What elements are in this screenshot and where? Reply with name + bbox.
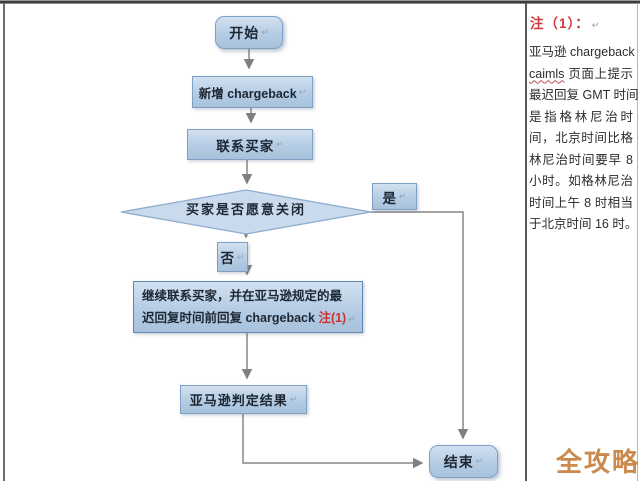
connector-result-to-end	[242, 413, 424, 469]
node-continue-line1: 继续联系买家，并在亚马逊规定的最	[142, 285, 342, 307]
node-contact-buyer-label: 联系买家	[216, 138, 275, 154]
note-line: 最迟回复 GMT 时间	[529, 88, 639, 102]
node-no: 否 ↵	[217, 242, 248, 272]
node-no-label: 否	[220, 251, 235, 266]
paragraph-mark: ↵	[348, 313, 356, 324]
paragraph-mark: ↵	[475, 456, 484, 466]
node-amazon-result-label: 亚马逊判定结果	[189, 393, 288, 408]
decision-diamond	[120, 189, 372, 235]
note-line: 间，北京时间比格	[529, 131, 633, 145]
node-amazon-result: 亚马逊判定结果 ↵	[180, 385, 307, 414]
node-end-label: 结束	[443, 453, 474, 470]
note-panel-divider	[525, 3, 527, 481]
page-left-border	[3, 3, 5, 481]
node-end: 结束 ↵	[429, 445, 498, 478]
note-line: 林尼治时间要早 8	[529, 152, 633, 167]
note-line: 于北京时间 16 时。↵	[529, 214, 640, 236]
node-yes: 是 ↵	[372, 183, 417, 210]
node-continue-line2: 迟回复时间前回复 chargeback 注(1)↵	[142, 307, 356, 330]
paragraph-mark: ↵	[236, 251, 245, 262]
node-add-chargeback: 新增 chargeback ↵	[192, 76, 313, 108]
note-last-line-text: 于北京时间 16 时。	[529, 217, 638, 231]
node-start-label: 开始	[229, 24, 260, 41]
paragraph-mark: ↵	[289, 394, 298, 404]
paragraph-mark: ↵	[298, 86, 307, 97]
node-start: 开始 ↵	[215, 16, 283, 49]
note-title-text: 注（1）：	[530, 16, 590, 31]
page-right-border	[637, 3, 638, 481]
node-continue-contact: 继续联系买家，并在亚马逊规定的最 迟回复时间前回复 chargeback 注(1…	[133, 281, 363, 333]
connector-decision-yes-to-end	[371, 211, 469, 440]
page-top-border	[0, 0, 640, 4]
node-continue-line1-text: 继续联系买家，并在亚马逊规定的最	[142, 288, 343, 303]
note-line: 小时。如格林尼治	[529, 174, 633, 188]
paragraph-mark: ↵	[591, 20, 600, 30]
note-line: 亚马逊 chargeback	[529, 45, 635, 59]
node-add-chargeback-label: 新增 chargeback	[198, 86, 297, 101]
note-line: 是指格林尼治时	[529, 109, 633, 124]
note-panel: 注（1）：↵ 亚马逊 chargeback caimls 页面上提示 最迟回复 …	[529, 6, 640, 236]
note-line: caimls 页面上提示	[529, 64, 633, 86]
node-contact-buyer: 联系买家 ↵	[187, 129, 313, 160]
paragraph-mark: ↵	[398, 191, 407, 201]
note-line2-rest: 页面上提示	[564, 66, 633, 81]
decision-text: 买家是否愿意关闭	[185, 202, 306, 217]
note-line: 时间上午 8 时相当	[529, 195, 633, 210]
note-title: 注（1）：↵	[529, 6, 633, 42]
node-yes-label: 是	[382, 190, 397, 206]
note-reference: 注(1)	[318, 310, 347, 325]
misspelled-word: caimls	[529, 66, 565, 81]
decision-label: 买家是否愿意关闭	[121, 199, 371, 218]
paragraph-mark: ↵	[276, 139, 284, 149]
watermark: 全攻略	[556, 447, 640, 477]
paragraph-mark: ↵	[261, 27, 269, 37]
node-continue-line2-text: 迟回复时间前回复 chargeback	[142, 310, 319, 325]
